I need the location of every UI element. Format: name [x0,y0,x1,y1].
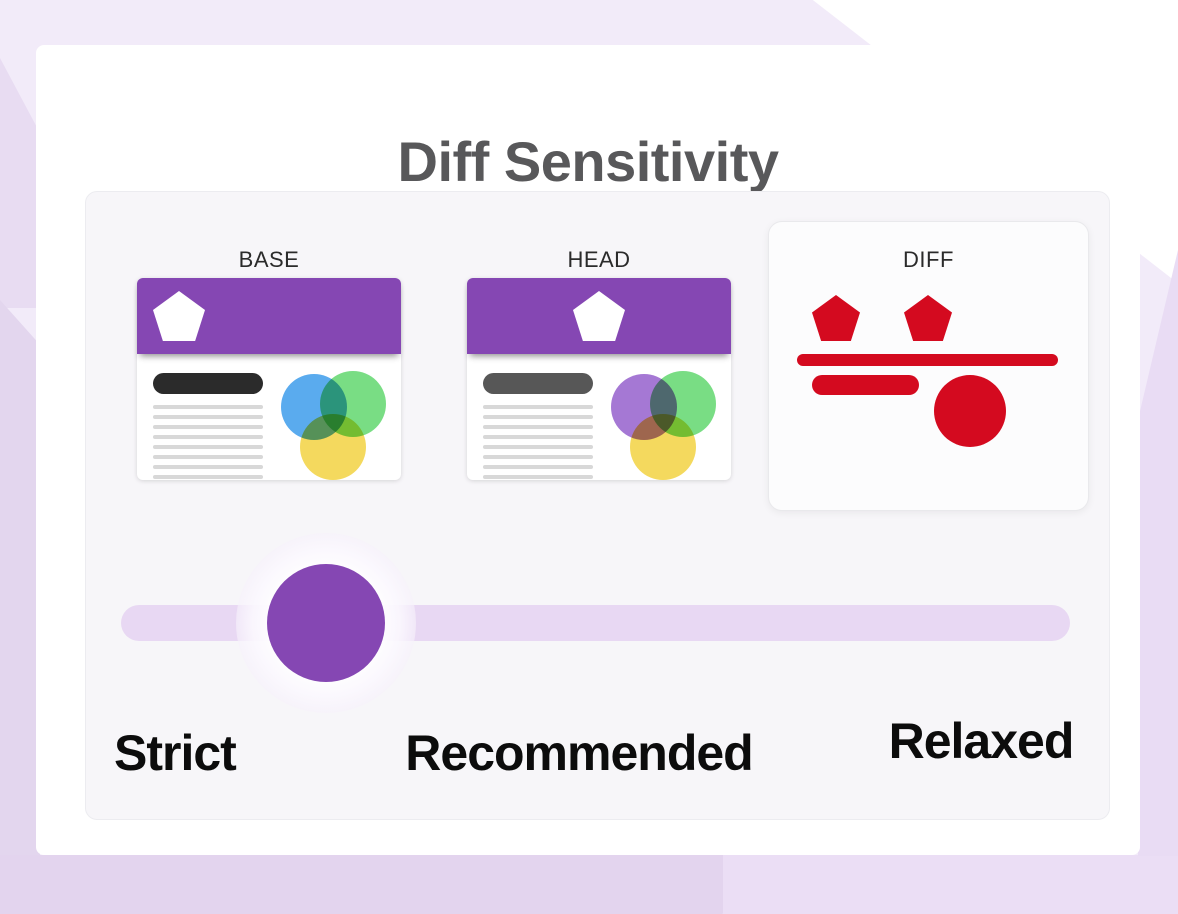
text-skeleton [483,405,593,485]
diff-preview-card: DIFF [768,221,1089,511]
slider-label-strict[interactable]: Strict [114,725,237,781]
head-card-label: HEAD [567,247,631,272]
heading-placeholder [153,373,263,394]
diff-circle [934,375,1006,447]
base-card-label: BASE [238,247,300,272]
slider-label-recommended[interactable]: Recommended [405,725,753,781]
background-decoration [0,300,40,860]
diff-bar [797,354,1058,366]
diff-pentagon-icon [812,295,860,341]
head-preview-card [467,278,731,480]
head-card-header [467,278,731,354]
slider-label-relaxed[interactable]: Relaxed [888,713,1075,769]
diff-card-label: DIFF [903,247,954,272]
slider-thumb[interactable] [267,564,386,682]
page-title: Diff Sensitivity [397,130,779,193]
sensitivity-panel: BASE HEAD [85,191,1110,820]
background-decoration [723,855,1178,914]
dialog-card: Diff Sensitivity BASE HEAD [36,45,1140,855]
heading-placeholder [483,373,593,394]
text-skeleton [153,405,263,485]
pentagon-logo-icon [573,291,625,341]
diff-pill [812,375,919,395]
pentagon-logo-icon [153,291,205,341]
diff-pentagon-icon [904,295,952,341]
base-card-header [137,278,401,354]
background-decoration [0,855,745,914]
venn-yellow-circle [300,414,366,480]
base-preview-card [137,278,401,480]
venn-yellow-circle [630,414,696,480]
